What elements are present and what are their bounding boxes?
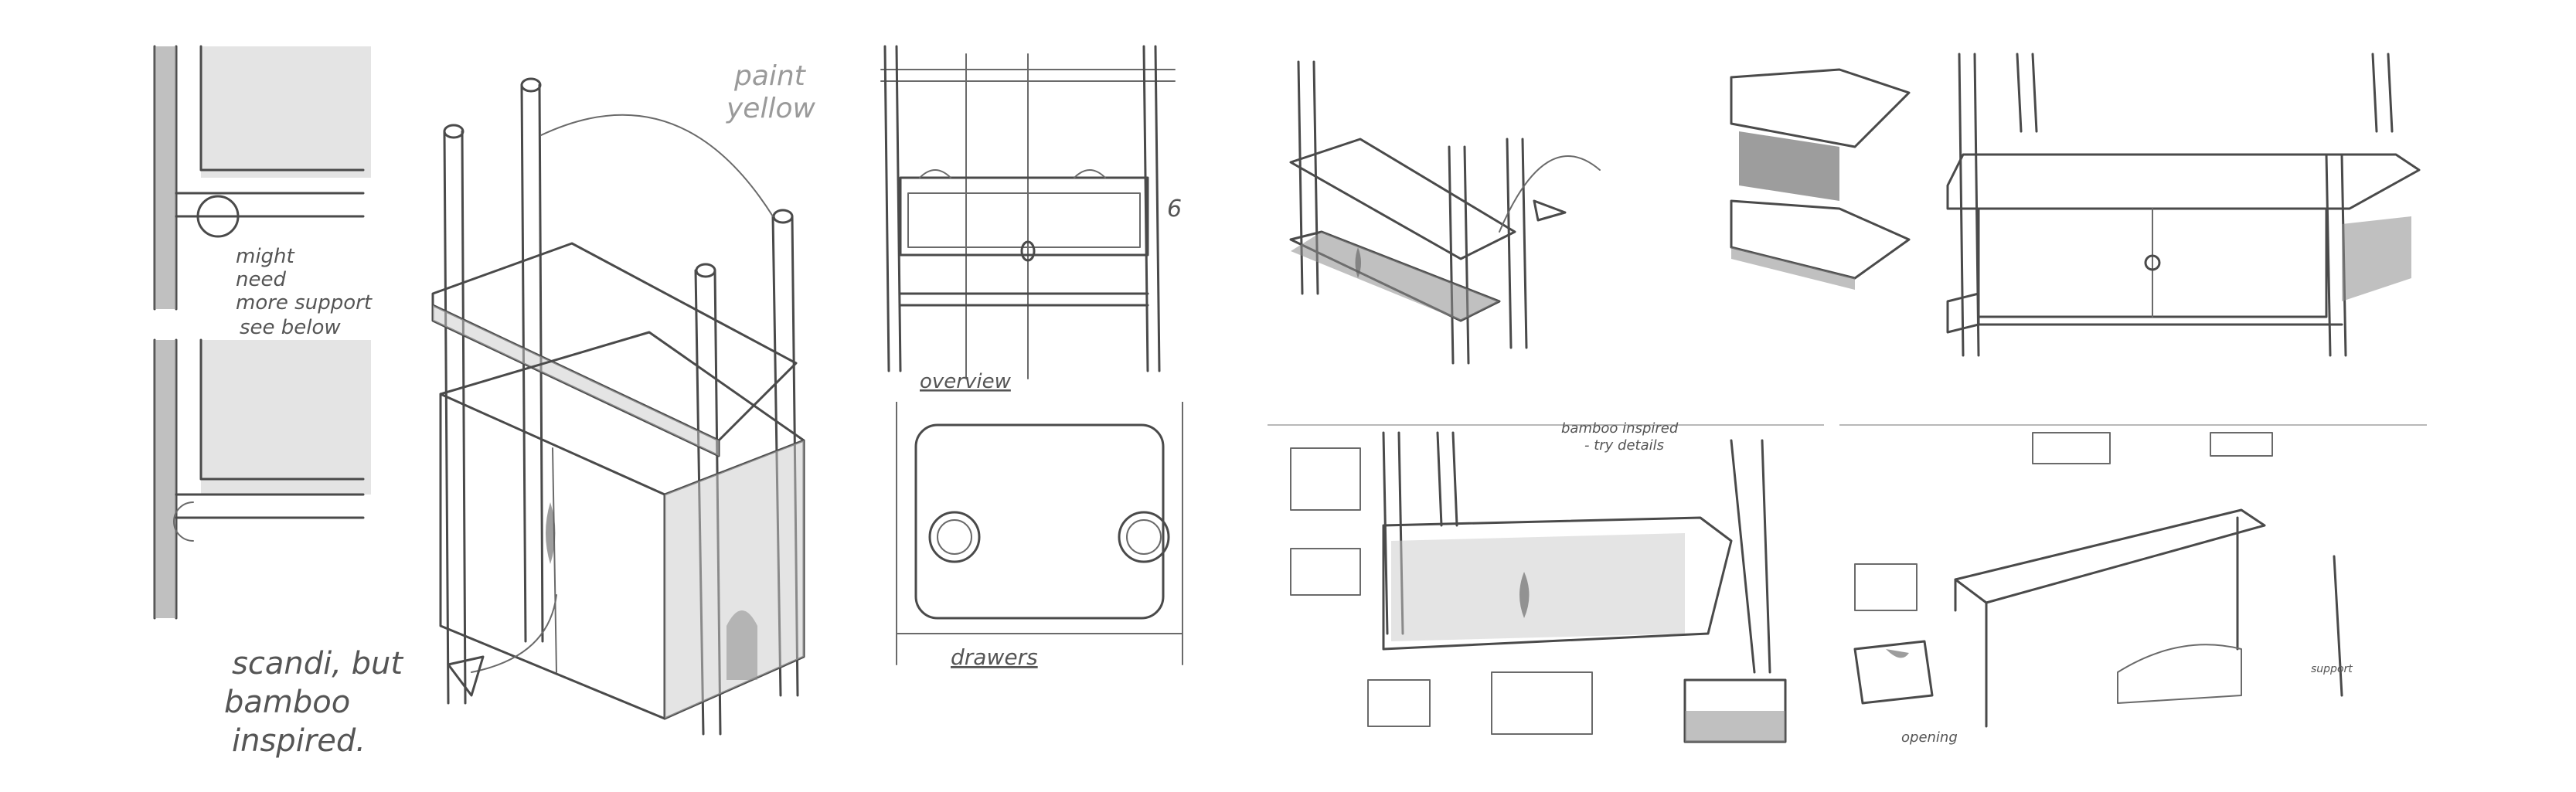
main-perspective-panel: paint yellow: [216, 39, 850, 757]
scandi-line-3: inspired.: [232, 723, 366, 759]
svg-text:paint yellow: paint yellow: [726, 60, 815, 124]
joint-detail-panel: might need more support see below: [131, 31, 425, 634]
shelf-sketch-drawing: [1289, 60, 1911, 365]
opening-text: opening: [1901, 729, 1958, 746]
cabinet-perspective-drawing: [431, 77, 805, 736]
scandi-line-1: scandi, but: [232, 646, 403, 682]
note-line-4: see below: [240, 316, 341, 339]
page-number-note: 6: [1167, 195, 1182, 223]
corner-notes: opening support: [1901, 663, 2353, 746]
cabinet-elevation-panel: [1932, 46, 2442, 371]
corner-table-panel: opening support: [1839, 417, 2427, 773]
bamboo-note: bamboo inspired - try details: [1561, 420, 1683, 454]
bamboo-line-2: - try details: [1584, 437, 1664, 454]
drawers-label: drawers: [951, 644, 1038, 670]
overview-drawing: [880, 45, 1176, 379]
svg-text:bamboo inspired - try: bamboo inspired - try details: [1561, 420, 1683, 454]
note-line-1: might: [236, 245, 295, 268]
joint-detail-drawing: [153, 45, 371, 620]
note-line-3: more support: [236, 291, 373, 314]
support-text: support: [2311, 663, 2353, 675]
paint-line-1: paint: [733, 60, 807, 92]
drawers-drawing: [896, 402, 1183, 665]
scandi-note: scandi, but bamboo inspired.: [224, 646, 413, 759]
paint-note: paint yellow: [726, 60, 815, 124]
overview-panel: overview: [866, 39, 1190, 394]
number-six: 6: [1167, 195, 1182, 223]
svg-text:scandi, but bamboo: scandi, but bamboo inspired.: [224, 646, 413, 759]
overview-text: overview: [920, 370, 1012, 393]
svg-text:might need mor: might need more support see below: [236, 245, 378, 339]
shelf-sketch-panel: [1252, 46, 1932, 379]
bamboo-line-1: bamboo inspired: [1561, 420, 1679, 437]
overview-label: overview: [920, 370, 1012, 393]
note-line-2: need: [236, 268, 286, 291]
drawers-text: drawers: [951, 644, 1038, 670]
bamboo-study-drawing: [1268, 424, 1824, 743]
drawers-panel: drawers: [881, 402, 1206, 680]
cabinet-elevation-drawing: [1946, 53, 2421, 357]
joint-note: might need more support see below: [236, 245, 378, 339]
paint-line-2: yellow: [726, 93, 815, 124]
scandi-line-2: bamboo: [224, 685, 350, 720]
corner-table-drawing: [1839, 424, 2427, 728]
bamboo-study-panel: bamboo inspired - try details: [1268, 417, 1824, 780]
